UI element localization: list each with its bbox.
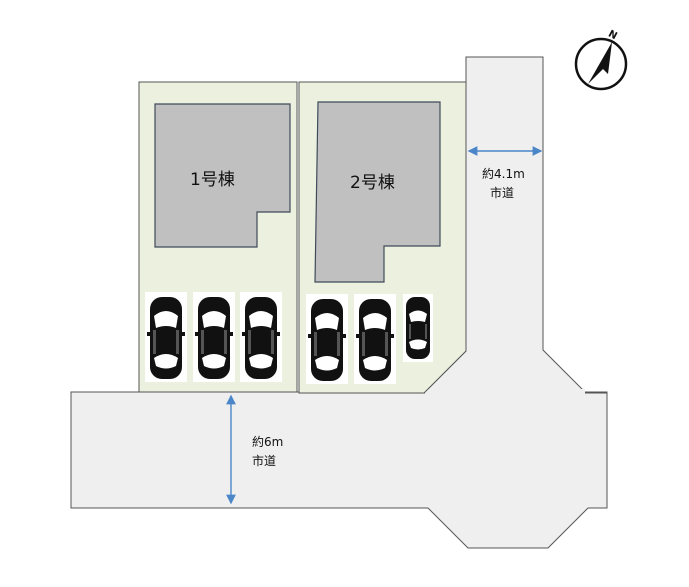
- south-road-type-label: 市道: [252, 453, 276, 468]
- car-top-view-icon: [193, 292, 235, 382]
- north-arrow-icon: N: [574, 29, 628, 91]
- south-road-width-label: 約6m: [252, 434, 283, 449]
- building-1-label: 1号棟: [190, 170, 235, 190]
- east-road-width-label: 約4.1m: [482, 166, 525, 181]
- building-1: [154, 103, 291, 248]
- car-top-view-icon: [240, 292, 282, 382]
- building-2: [314, 101, 441, 283]
- east-road-type-label: 市道: [490, 185, 514, 200]
- car-top-view-icon: [354, 294, 396, 384]
- car-top-view-icon: [306, 294, 348, 384]
- car-top-view-icon: [403, 294, 433, 362]
- car-top-view-icon: [145, 292, 187, 382]
- building-2-label: 2号棟: [350, 173, 395, 193]
- south-road: [70, 391, 608, 549]
- parking-lot-1: [145, 292, 282, 382]
